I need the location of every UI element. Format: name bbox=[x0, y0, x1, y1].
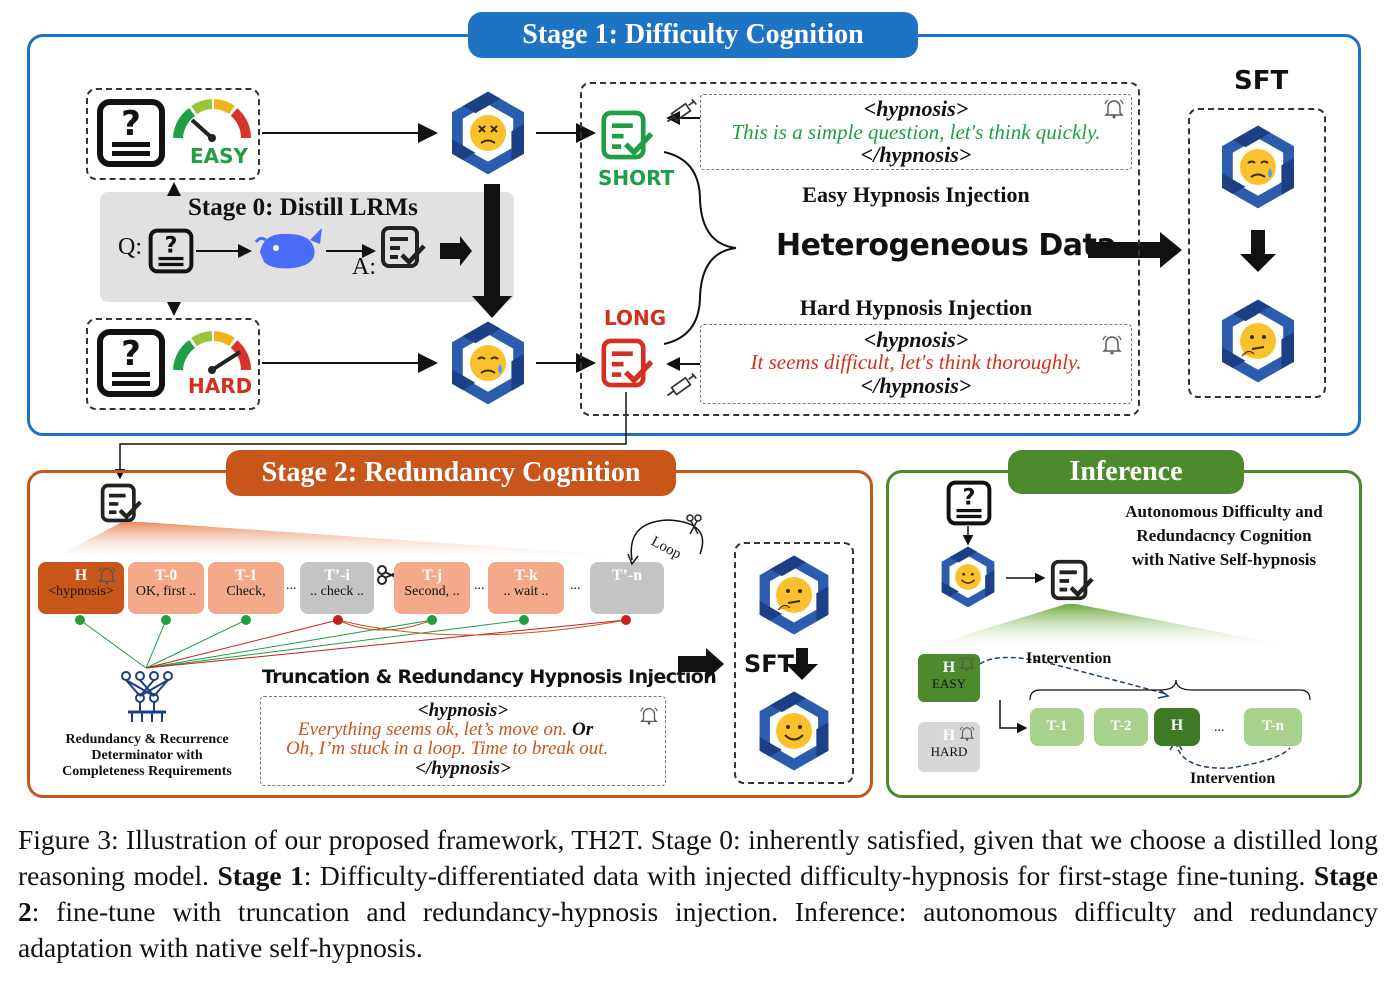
bell-icon bbox=[958, 654, 976, 672]
easy-hyp-open: <hypnosis> bbox=[863, 96, 969, 121]
inference-title: Inference bbox=[1008, 450, 1244, 494]
token-redundant: T’-i.. check .. bbox=[300, 562, 374, 614]
caption-t1: : Difficulty-differentiated data with in… bbox=[303, 860, 1306, 891]
stage2-model-box bbox=[734, 542, 854, 784]
inference-token: T-1 bbox=[1030, 708, 1084, 746]
redundancy-hypnosis-box bbox=[260, 696, 666, 786]
easy-hypnosis-box bbox=[700, 94, 1132, 170]
stage2-line1-wrap: Everything seems ok, let’s move on. Or bbox=[298, 719, 593, 741]
hard-hyp-text: It seems difficult, let's think thorough… bbox=[750, 350, 1082, 374]
stage2-title: Stage 2: Redundancy Cognition bbox=[226, 450, 676, 496]
stage2-hyp-close: </hypnosis> bbox=[415, 758, 511, 779]
stage2-hyp-open: <hypnosis> bbox=[417, 700, 509, 721]
loop-arrow bbox=[627, 514, 704, 566]
determinator-label-3: Completeness Requirements bbox=[62, 764, 232, 779]
intervention-bottom: Intervention bbox=[1190, 770, 1276, 787]
hard-gauge-icon bbox=[173, 331, 252, 374]
stage2-or: Or bbox=[572, 719, 594, 740]
hard-hyp-open: <hypnosis> bbox=[863, 327, 969, 352]
token: T-k.. wait .. bbox=[488, 562, 564, 614]
whale-icon bbox=[254, 228, 322, 269]
hard-hyp-close: </hypnosis> bbox=[860, 373, 972, 398]
token-redundant: T’-n bbox=[590, 562, 664, 614]
short-label: SHORT bbox=[598, 166, 675, 190]
stage0-title: Stage 0: Distill LRMs bbox=[188, 194, 418, 221]
easy-injection-title: Easy Hypnosis Injection bbox=[802, 182, 1030, 207]
network-icon bbox=[121, 671, 173, 722]
stage2-line2: Oh, I’m stuck in a loop. Time to break o… bbox=[286, 738, 609, 759]
determinator-label-2: Determinator with bbox=[91, 748, 203, 763]
caption-stage1: Stage 1 bbox=[217, 860, 304, 891]
caption-stage2: Stage 2 bbox=[18, 860, 1378, 927]
caption-fig: Figure 3: Illustration of our proposed f… bbox=[18, 824, 1378, 891]
ellipsis: ... bbox=[474, 578, 485, 593]
inference-token: T-2 bbox=[1094, 708, 1148, 746]
ellipsis: ... bbox=[286, 578, 297, 593]
heterogeneous-label: Heterogeneous Data bbox=[776, 228, 1117, 263]
sweat-face-icon bbox=[1240, 149, 1276, 185]
easy-hyp-text: This is a simple question, let's think q… bbox=[731, 120, 1101, 144]
long-label: LONG bbox=[604, 306, 667, 330]
easy-hyp-close: </hypnosis> bbox=[860, 142, 972, 167]
stage0-a-label: A: bbox=[352, 254, 376, 280]
determinator-label-1: Redundancy & Recurrence bbox=[65, 732, 229, 747]
sft-label: SFT bbox=[1234, 66, 1289, 96]
caption-t2: : fine-tune with truncation and redundan… bbox=[18, 896, 1378, 963]
bell-icon bbox=[958, 724, 976, 742]
zoom-wedge bbox=[50, 522, 690, 560]
hard-hypnosis-box bbox=[700, 324, 1132, 404]
stage1-title: Stage 1: Difficulty Cognition bbox=[468, 12, 918, 58]
inference-desc-3: with Native Self-hypnosis bbox=[1131, 550, 1317, 569]
stage0-q-label: Q: bbox=[118, 234, 142, 260]
stage2-sft-label: SFT bbox=[744, 650, 795, 678]
inference-token-h: H bbox=[1154, 708, 1200, 746]
hard-injection-title: Hard Hypnosis Injection bbox=[799, 295, 1033, 320]
dizzy-face-icon bbox=[470, 115, 506, 151]
inference-ellipsis: ... bbox=[1214, 720, 1225, 735]
heterogeneous-data-box bbox=[580, 82, 1140, 416]
inference-desc-1: Autonomous Difficulty and bbox=[1125, 502, 1323, 521]
inference-token: T-n bbox=[1244, 708, 1302, 746]
hard-question-box bbox=[86, 318, 260, 410]
stage2-line1: Everything seems ok, let’s move on. bbox=[298, 719, 568, 740]
easy-question-box bbox=[86, 88, 260, 180]
hard-label: HARD bbox=[188, 374, 253, 398]
thinking-face-icon bbox=[776, 577, 812, 613]
ellipsis: ... bbox=[570, 578, 581, 593]
sweat-face-icon bbox=[470, 345, 506, 381]
smile-face-icon bbox=[955, 564, 981, 590]
easy-label: EASY bbox=[190, 144, 249, 168]
token-h: H<hypnosis> bbox=[38, 562, 124, 614]
figure-caption: Figure 3: Illustration of our proposed f… bbox=[18, 822, 1378, 966]
intervention-top: Intervention bbox=[1026, 650, 1112, 667]
sft-result-box bbox=[1188, 108, 1326, 398]
inference-desc-2: Redundacncy Cognition bbox=[1136, 526, 1312, 545]
easy-gauge-icon bbox=[173, 99, 252, 142]
smile-face-icon bbox=[776, 713, 812, 749]
thinking-face-icon bbox=[1240, 323, 1276, 359]
truncation-injection-title: Truncation & Redundancy Hypnosis Injecti… bbox=[262, 666, 717, 688]
